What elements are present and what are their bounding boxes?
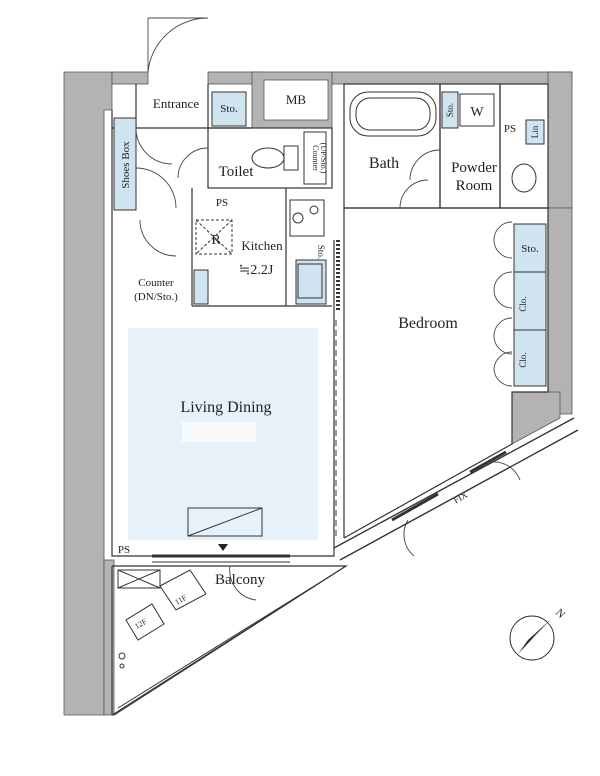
fixtures: [111, 91, 579, 716]
floor-12f-label: 12F: [133, 617, 149, 631]
living-dining-label-box: [182, 422, 256, 442]
living-dining-label: Living Dining: [180, 399, 271, 416]
refrigerator-label: R: [211, 233, 221, 248]
ps-top-label: PS: [504, 123, 516, 135]
entrance-label: Entrance: [153, 96, 199, 111]
counter-sub-label: (DN/Sto.): [134, 291, 178, 303]
interior-walls: [111, 83, 549, 716]
compass: N: [509, 607, 567, 661]
washer-label: W: [470, 105, 484, 120]
balcony-label: Balcony: [215, 572, 265, 588]
ps-kitchen-label: PS: [216, 197, 228, 209]
kitchen-size-label: ≒2.2J: [239, 263, 274, 278]
door-swings: [135, 17, 521, 601]
kitchen-label: Kitchen: [241, 238, 283, 253]
powder-room-label-2: Room: [456, 178, 493, 194]
closet-2: [513, 329, 547, 387]
closet-2-label: Clo.: [518, 352, 528, 367]
toilet-counter-label: Counter: [311, 145, 320, 171]
entry-arrow-icon: [218, 544, 228, 551]
compass-north-label: N: [553, 607, 567, 621]
bedroom-label: Bedroom: [398, 315, 458, 332]
toilet-label: Toilet: [219, 164, 255, 180]
fix-label: FIX: [452, 489, 470, 505]
toilet-counter-sub-label: (UP/Sto.): [319, 143, 328, 174]
entrance-storage-label: Sto.: [220, 103, 238, 115]
counter-storage: [193, 269, 209, 305]
bath-label: Bath: [369, 155, 399, 172]
entrance-storage: [211, 91, 247, 127]
ps-bottom-label: PS: [118, 544, 130, 556]
counter-label: Counter: [138, 277, 174, 289]
compass-ring: [509, 615, 555, 661]
bedroom-storage-label: Sto.: [521, 243, 539, 255]
washer-storage: [441, 91, 459, 129]
linen-storage: [525, 119, 545, 145]
closet-1-label: Clo.: [518, 296, 528, 311]
mb-label: MB: [286, 92, 307, 107]
powder-room-label-1: Powder: [451, 160, 497, 176]
linen-label: Lin: [530, 125, 540, 138]
kitchen-storage-label: Sto.: [316, 245, 326, 259]
kitchen-storage: [295, 259, 327, 305]
storage-fills: [113, 91, 547, 387]
shoes-box-label: Shoes Box: [120, 141, 132, 189]
shoes-box: [113, 117, 137, 211]
mb-room: [263, 79, 329, 121]
washer-storage-label: Sto.: [445, 103, 455, 117]
